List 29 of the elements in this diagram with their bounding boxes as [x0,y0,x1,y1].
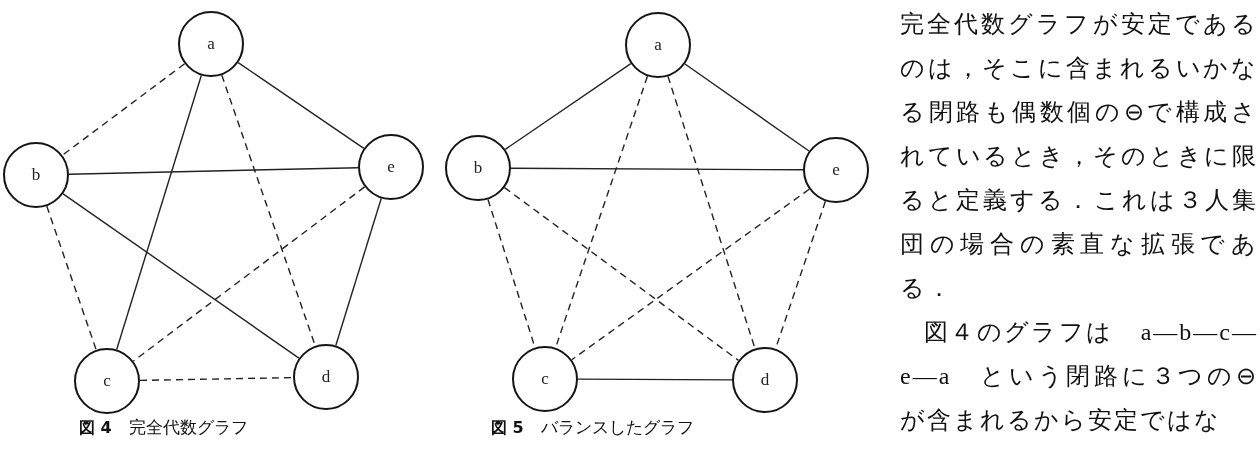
dashed-edge [139,376,294,382]
dashed-edge [61,63,186,156]
node-circle: a [178,11,244,77]
dashed-edge [46,205,97,351]
edge-line [116,74,202,351]
node-circle: e [803,137,869,203]
edge-line [62,193,300,359]
dashed-edge [571,188,810,361]
body-paragraph: 図４のグラフは a—b—c—e—a という閉路に３つの⊖が含まれるから安定ではな [900,318,1258,435]
edge-line [510,167,804,171]
node-circle: a [625,12,691,78]
edge-line [237,61,365,150]
edge-line [684,63,810,152]
node-circle: e [358,134,424,200]
dashed-edge [503,186,740,362]
edge-line [68,167,359,175]
node-circle: c [74,348,140,414]
dashed-edge [132,186,366,362]
node-circle: d [732,347,798,413]
body-paragraph: 完全代数グラフが安定であるのは，そこに含まれるいかなる閉路も偶数個の⊖で構成されているとき，そのときに限ると定義する．これは３人集団の場合の素直な拡張である． [900,10,1258,303]
edge-line [335,197,382,347]
node-circle: d [293,344,359,410]
node-circle: b [3,142,69,208]
node-circle: c [512,346,578,412]
figure-caption: 図 4 完全代数グラフ [79,418,248,438]
edge-line [504,62,632,151]
node-circle: b [445,135,511,201]
edge-line [577,378,733,381]
figure-caption: 図 5 バランスしたグラフ [491,418,694,438]
